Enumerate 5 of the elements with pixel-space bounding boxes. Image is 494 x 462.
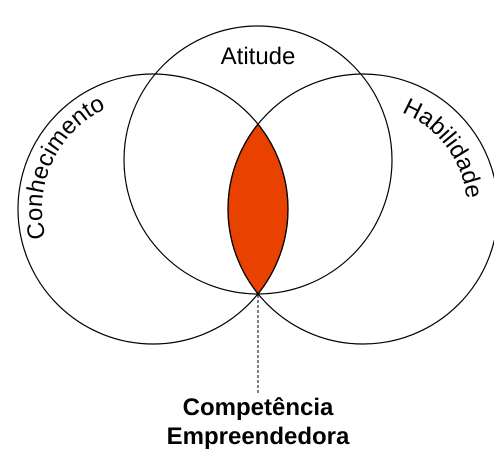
caption-label: Competência Empreendedora (128, 393, 388, 451)
venn-circle (17, 73, 289, 345)
overlap-region (228, 124, 288, 294)
venn-circle (123, 25, 393, 295)
circle-label: Atitude (220, 43, 296, 70)
